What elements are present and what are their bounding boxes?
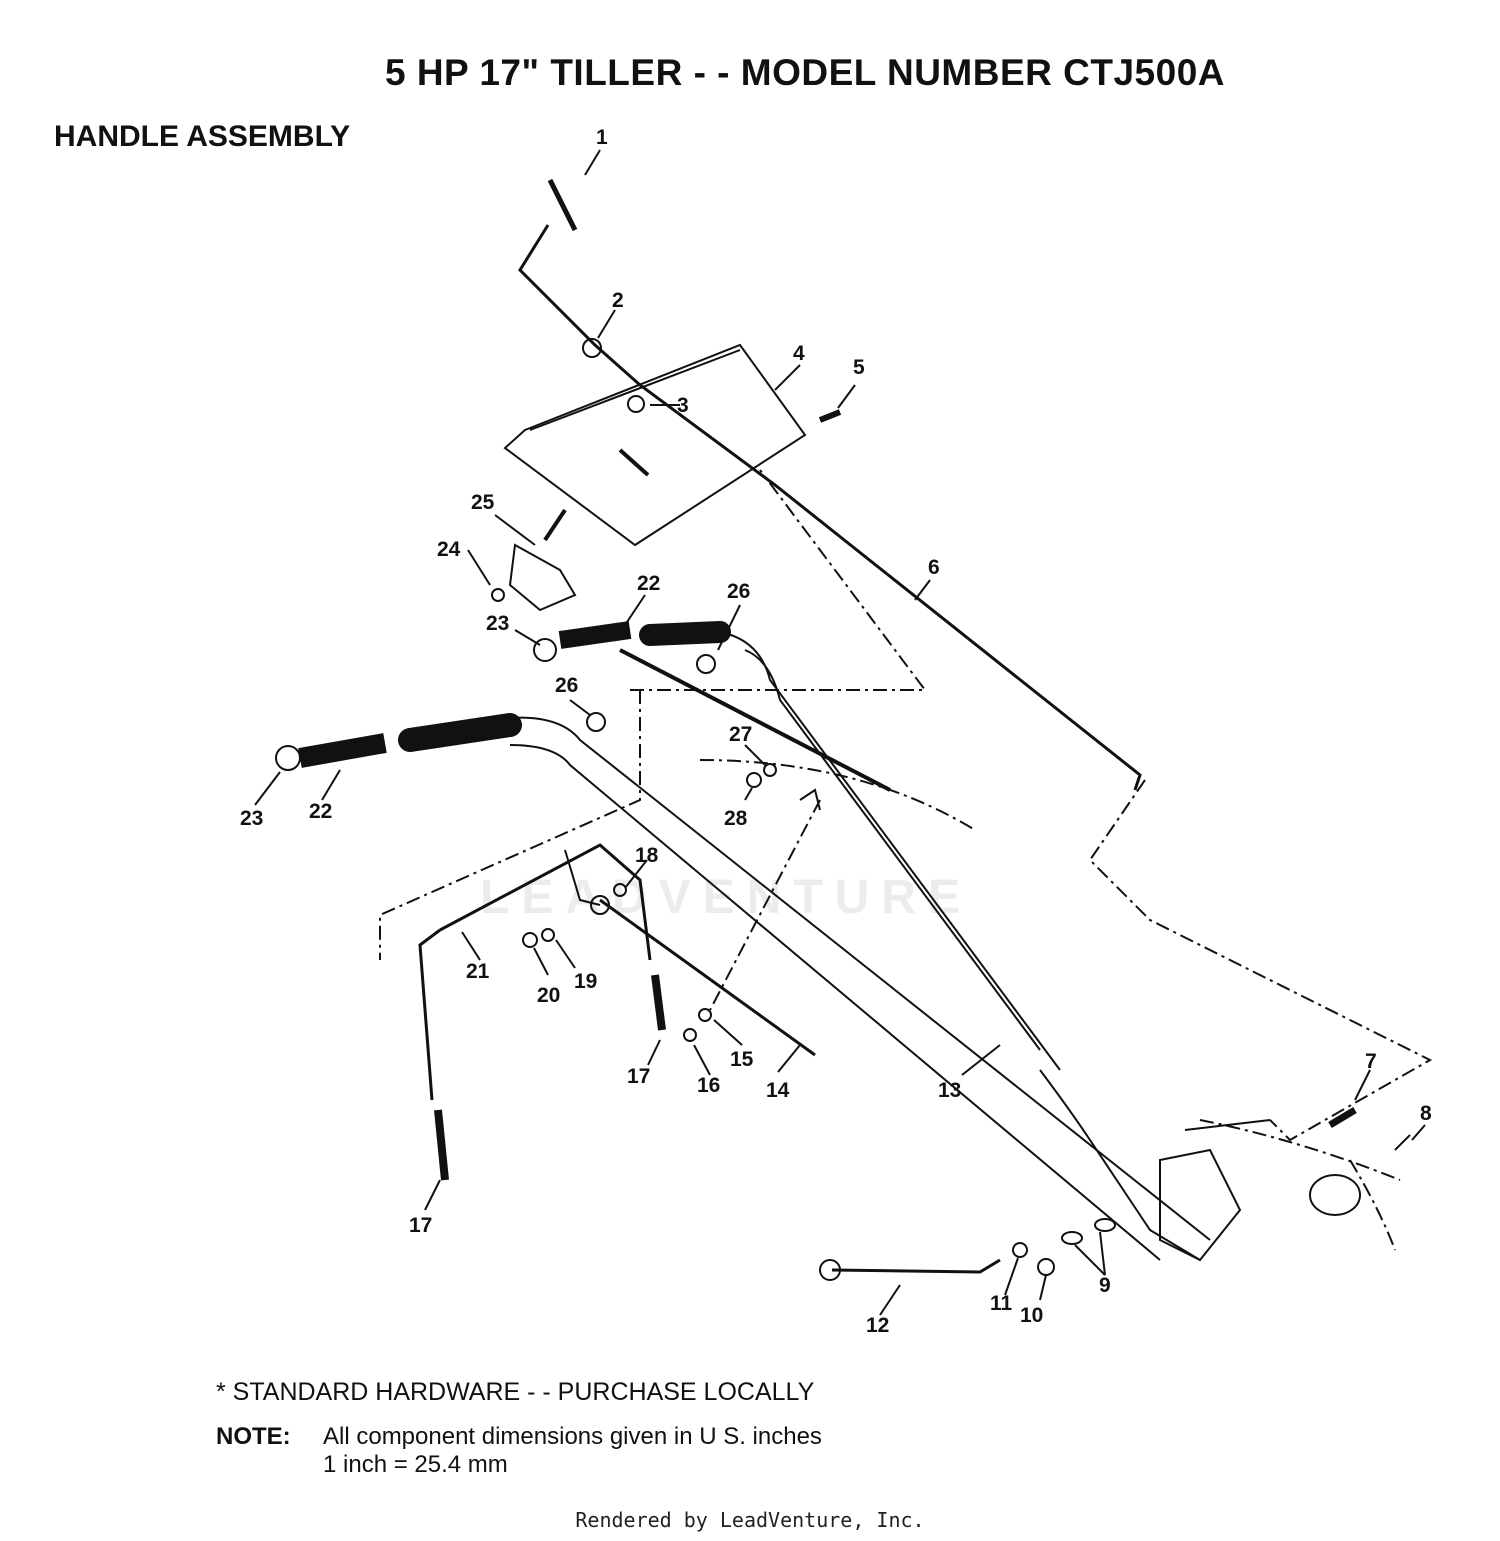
diagram-title: 5 HP 17" TILLER - - MODEL NUMBER CTJ500A xyxy=(384,52,1226,93)
callout-24: 24 xyxy=(437,538,461,561)
callout-9: 9 xyxy=(1099,1274,1111,1297)
callout-22-left: 22 xyxy=(309,800,332,823)
mount-plate xyxy=(1159,1148,1242,1262)
callout-10: 10 xyxy=(1020,1304,1043,1327)
callout-25: 25 xyxy=(471,491,495,514)
callout-23-right: 23 xyxy=(486,612,509,635)
dimension-note: NOTE: All component dimensions given in … xyxy=(216,1423,822,1479)
callout-1: 1 xyxy=(596,126,608,149)
standard-hardware-note: * STANDARD HARDWARE - - PURCHASE LOCALLY xyxy=(216,1378,815,1406)
callout-11: 11 xyxy=(990,1292,1013,1315)
rod-part-21 xyxy=(439,843,652,961)
callout-17-lower: 17 xyxy=(409,1214,432,1237)
note-label: NOTE: xyxy=(216,1423,291,1450)
callout-28: 28 xyxy=(724,807,748,830)
callout-22-right: 22 xyxy=(637,572,660,595)
dashed-curve xyxy=(699,759,976,831)
washer-part-11 xyxy=(1012,1242,1028,1258)
screw-part-16 xyxy=(683,1028,697,1042)
grip-part-17-lower xyxy=(434,1109,449,1181)
grip-part-17-upper xyxy=(651,974,666,1031)
watermark: LEADVENTURE xyxy=(480,871,973,924)
cable-upper xyxy=(619,648,891,792)
bolt-part-5 xyxy=(818,409,842,423)
callout-20: 20 xyxy=(537,984,560,1007)
control-panel-part-4 xyxy=(503,343,807,547)
bolt-part-12 xyxy=(831,1258,1001,1274)
grip-right-part-22 xyxy=(558,621,632,649)
callout-6: 6 xyxy=(928,556,940,579)
callout-5: 5 xyxy=(853,356,865,379)
callout-16: 16 xyxy=(697,1074,720,1097)
cap-right-part-23 xyxy=(533,638,557,662)
callout-13: 13 xyxy=(938,1079,961,1102)
engine-mount xyxy=(1309,1174,1361,1216)
callout-2: 2 xyxy=(612,289,624,312)
callout-26-left: 26 xyxy=(555,674,578,697)
lever-part-18 xyxy=(564,849,601,906)
callout-4: 4 xyxy=(793,342,805,365)
washer-part-9 xyxy=(1094,1218,1116,1232)
nut-part-26-top xyxy=(696,654,716,674)
washer-part-19 xyxy=(541,928,555,942)
callout-3: 3 xyxy=(677,394,689,417)
bolt-part-3 xyxy=(627,395,645,413)
note-text: All component dimensions given in U S. i… xyxy=(323,1423,822,1479)
nut-part-28 xyxy=(746,772,762,788)
callout-15: 15 xyxy=(730,1048,754,1071)
callout-12: 12 xyxy=(866,1314,889,1337)
callout-7: 7 xyxy=(1365,1050,1377,1073)
callout-17-upper: 17 xyxy=(627,1065,650,1088)
nut-part-26-left xyxy=(586,712,606,732)
callout-23-left: 23 xyxy=(240,807,263,830)
cable-part-14 xyxy=(599,898,816,1057)
grip-left-part-22 xyxy=(298,733,387,768)
dashed-outline-upper xyxy=(630,469,927,691)
spring-part-1 xyxy=(547,178,578,232)
callout-8: 8 xyxy=(1420,1102,1432,1125)
callout-18: 18 xyxy=(635,844,659,867)
dashed-engine-area xyxy=(1199,1119,1401,1181)
dashed-outline-right xyxy=(1088,779,1433,1142)
callout-labels: 1 2 3 4 5 6 7 8 9 10 11 12 13 14 15 16 1… xyxy=(240,126,1432,1337)
nut-part-20 xyxy=(522,932,538,948)
nut-part-24 xyxy=(491,588,505,602)
nut-part-10 xyxy=(1037,1258,1055,1276)
dashed-outline-left xyxy=(379,690,641,960)
notes-section: * STANDARD HARDWARE - - PURCHASE LOCALLY… xyxy=(216,1378,822,1479)
handle-base xyxy=(1039,1069,1201,1261)
diagram-subtitle: HANDLE ASSEMBLY xyxy=(54,120,351,153)
handle-left-end xyxy=(398,713,522,752)
handle-right-upper xyxy=(719,631,1061,1071)
nut-part-2 xyxy=(582,338,602,358)
callout-27: 27 xyxy=(729,723,752,746)
washer-part-27 xyxy=(763,763,777,777)
bracket-part-25 xyxy=(508,543,577,612)
callout-21: 21 xyxy=(466,960,490,983)
dashed-link xyxy=(709,799,821,1011)
callout-26-top: 26 xyxy=(727,580,750,603)
callout-14: 14 xyxy=(766,1079,790,1102)
note-line-1: All component dimensions given in U S. i… xyxy=(323,1423,822,1450)
bolt-part-7 xyxy=(1328,1106,1357,1129)
cap-left-part-23 xyxy=(275,745,301,771)
clip xyxy=(799,788,821,811)
pin-part-8 xyxy=(1394,1134,1411,1151)
handle-right-end xyxy=(639,621,731,646)
render-credit: Rendered by LeadVenture, Inc. xyxy=(575,1508,925,1532)
clamp-part-15 xyxy=(698,1008,712,1022)
callout-19: 19 xyxy=(574,970,597,993)
handle-left-upper xyxy=(509,716,1211,1241)
note-line-2: 1 inch = 25.4 mm xyxy=(323,1451,508,1478)
